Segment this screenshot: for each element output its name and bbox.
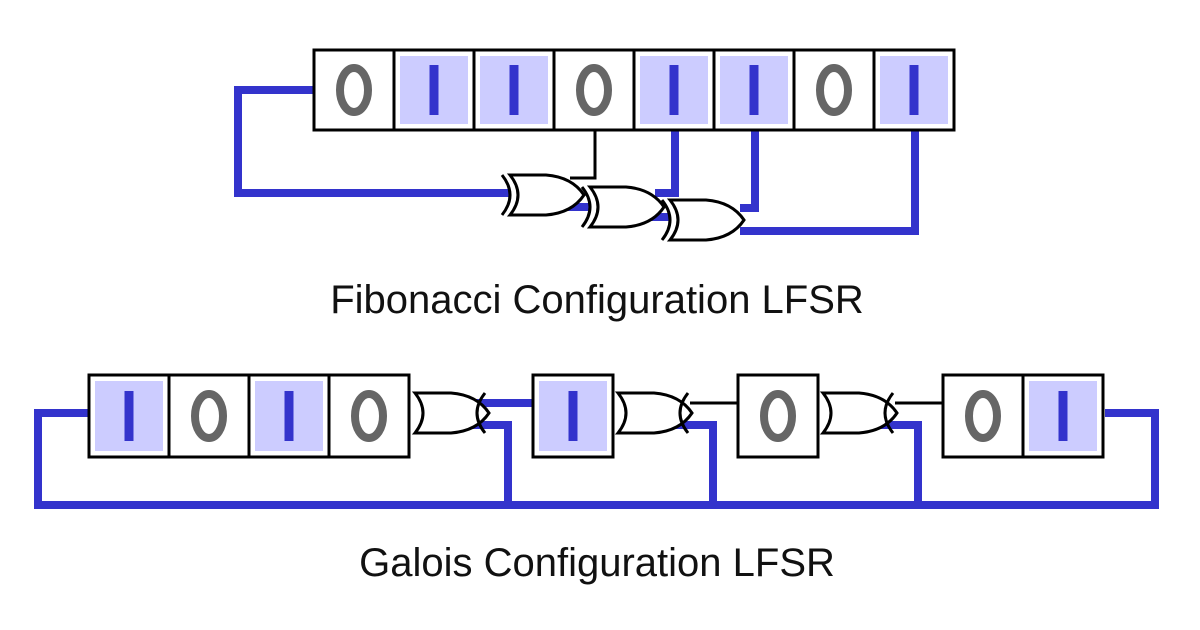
- fibonacci-xor-gates: [500, 173, 746, 242]
- galois-register-cell: [167, 373, 251, 459]
- bit-one-glyph: [749, 65, 759, 115]
- xor-gate-icon: [411, 391, 491, 435]
- register-cell-border: [941, 373, 1025, 459]
- galois-feedback-drop-3: [880, 421, 922, 505]
- bit-one-glyph: [1058, 391, 1068, 441]
- galois-caption: Galois Configuration LFSR: [359, 541, 835, 585]
- bit-zero-glyph: [576, 64, 612, 116]
- bit-zero-glyph: [351, 390, 387, 442]
- bit-one-glyph: [124, 391, 134, 441]
- bit-zero-glyph: [760, 390, 796, 442]
- galois-lfsr: Galois Configuration LFSR: [34, 373, 1159, 585]
- xor-gate-icon: [614, 391, 694, 435]
- bit-one-glyph: [509, 65, 519, 115]
- bit-one-glyph: [284, 391, 294, 441]
- register-cell-border: [327, 373, 411, 459]
- fibonacci-tap-wire-6: [740, 130, 759, 212]
- bit-zero-glyph: [191, 390, 227, 442]
- fibonacci-register-cell: [472, 48, 556, 132]
- galois-feedback-drop-2: [675, 421, 717, 505]
- galois-feedback-drop-1: [470, 421, 512, 505]
- galois-register-cell: [1021, 373, 1105, 459]
- xor-gate-icon: [500, 173, 586, 217]
- register-cell-border: [552, 48, 636, 132]
- bit-one-glyph: [909, 65, 919, 115]
- fibonacci-register-cell: [392, 48, 476, 132]
- galois-register-cell: [941, 373, 1025, 459]
- fibonacci-register-cell: [872, 48, 956, 132]
- register-cell-border: [736, 373, 820, 459]
- galois-register-cell: [247, 373, 331, 459]
- register-cell-border: [167, 373, 251, 459]
- galois-register-cell: [327, 373, 411, 459]
- galois-register-cell: [87, 373, 171, 459]
- xor-gate-icon: [580, 185, 666, 229]
- fibonacci-register-cell: [632, 48, 716, 132]
- fibonacci-tap-wire-5: [655, 130, 679, 197]
- fibonacci-register: [312, 48, 956, 132]
- galois-xor-gates: [411, 391, 899, 435]
- bit-one-glyph: [568, 391, 578, 441]
- bit-zero-glyph: [965, 390, 1001, 442]
- bit-zero-glyph: [336, 64, 372, 116]
- fibonacci-register-cell: [792, 48, 876, 132]
- galois-register-cell: [531, 373, 615, 459]
- bit-zero-glyph: [816, 64, 852, 116]
- register-cell-border: [312, 48, 396, 132]
- fibonacci-tap-wire-4: [570, 130, 597, 180]
- galois-feedback-bus: [34, 409, 1159, 509]
- fibonacci-register-cell: [712, 48, 796, 132]
- fibonacci-feedback-return-wire: [234, 86, 510, 197]
- bit-one-glyph: [429, 65, 439, 115]
- xor-gate-icon: [819, 391, 899, 435]
- fibonacci-tap-wire-8: [740, 130, 919, 235]
- xor-gate-icon: [660, 198, 746, 242]
- fibonacci-lfsr: Fibonacci Configuration LFSR: [234, 48, 956, 322]
- fibonacci-register-cell: [312, 48, 396, 132]
- fibonacci-register-cell: [552, 48, 636, 132]
- register-cell-border: [792, 48, 876, 132]
- galois-register-cell: [736, 373, 820, 459]
- bit-one-glyph: [669, 65, 679, 115]
- fibonacci-caption: Fibonacci Configuration LFSR: [330, 278, 864, 322]
- galois-register: [87, 373, 1105, 459]
